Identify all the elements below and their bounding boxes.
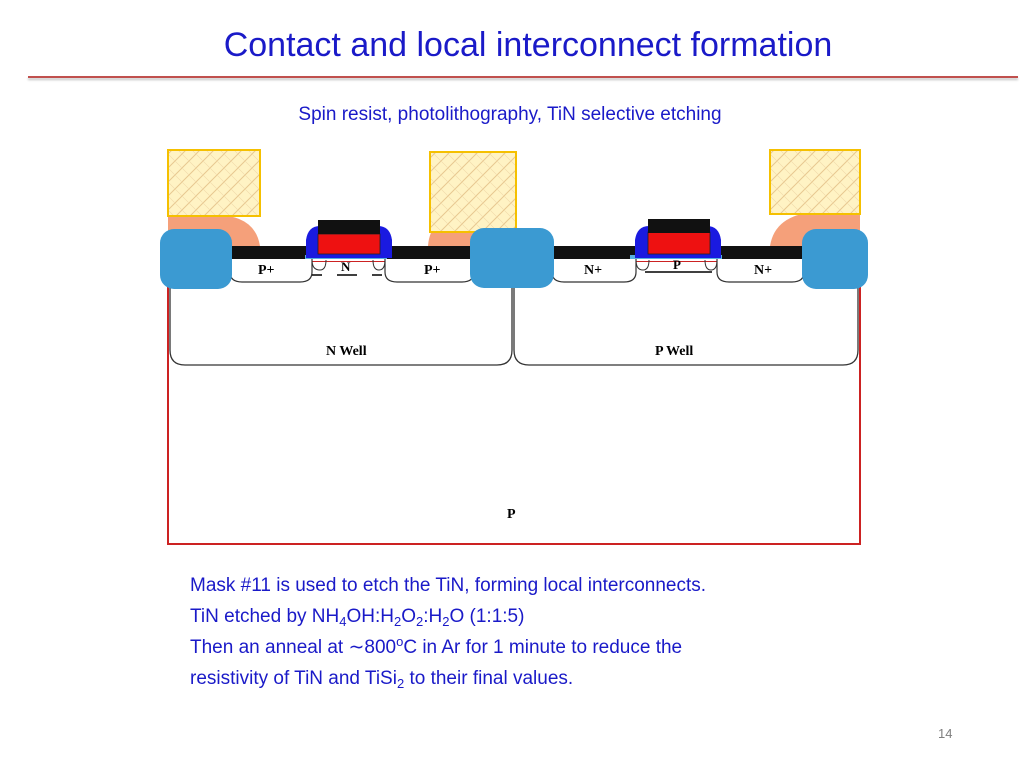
slide-subtitle: Spin resist, photolithography, TiN selec… xyxy=(298,104,722,125)
label-p-channel: P xyxy=(673,257,681,272)
tisi2-strip-2 xyxy=(385,246,475,259)
page-number: 14 xyxy=(938,726,953,741)
pmos-polysilicon-gate xyxy=(317,233,381,255)
ldd-right-nmos xyxy=(704,259,718,271)
photoresist-block-2 xyxy=(429,151,517,233)
photoresist-block-1 xyxy=(167,149,261,217)
label-substrate: P xyxy=(507,507,516,522)
description-line-4: resistivity of TiN and TiSi2 to their fi… xyxy=(190,668,574,691)
ldd-right-pmos xyxy=(372,259,386,271)
nmos-gate-silicide xyxy=(648,219,710,233)
field-oxide-right xyxy=(802,229,868,289)
tisi2-strip-4 xyxy=(717,246,805,259)
description-text: Mask #11 is used to etch the TiN, formin… xyxy=(190,570,890,694)
label-p-plus-right: P+ xyxy=(424,263,441,278)
slide-title: Contact and local interconnect formation xyxy=(223,26,833,64)
description-line-3: Then an anneal at ∼800oC in Ar for 1 min… xyxy=(190,634,683,658)
pmos-gate-silicide xyxy=(318,220,380,234)
photoresist-block-3 xyxy=(769,149,861,215)
description-line-2: TiN etched by NH4OH:H2O2:H2O (1:1:5) xyxy=(190,606,525,629)
description-line-1: Mask #11 is used to etch the TiN, formin… xyxy=(190,575,707,596)
label-n-channel: N xyxy=(341,259,351,274)
title-underline xyxy=(28,76,1018,78)
label-n-well: N Well xyxy=(326,344,367,359)
label-p-well: P Well xyxy=(655,344,693,359)
tisi2-strip-3 xyxy=(552,246,636,259)
field-oxide-left xyxy=(160,229,232,289)
label-n-plus-right: N+ xyxy=(754,263,772,278)
tisi2-strip-1 xyxy=(230,246,312,259)
ldd-left-nmos xyxy=(635,259,650,271)
label-p-plus-left: P+ xyxy=(258,263,275,278)
n-well xyxy=(169,262,513,366)
label-n-plus-left: N+ xyxy=(584,263,602,278)
ldd-left-pmos xyxy=(311,259,327,271)
field-oxide-middle xyxy=(470,228,554,288)
nmos-polysilicon-gate xyxy=(647,231,711,255)
p-well xyxy=(513,262,859,366)
